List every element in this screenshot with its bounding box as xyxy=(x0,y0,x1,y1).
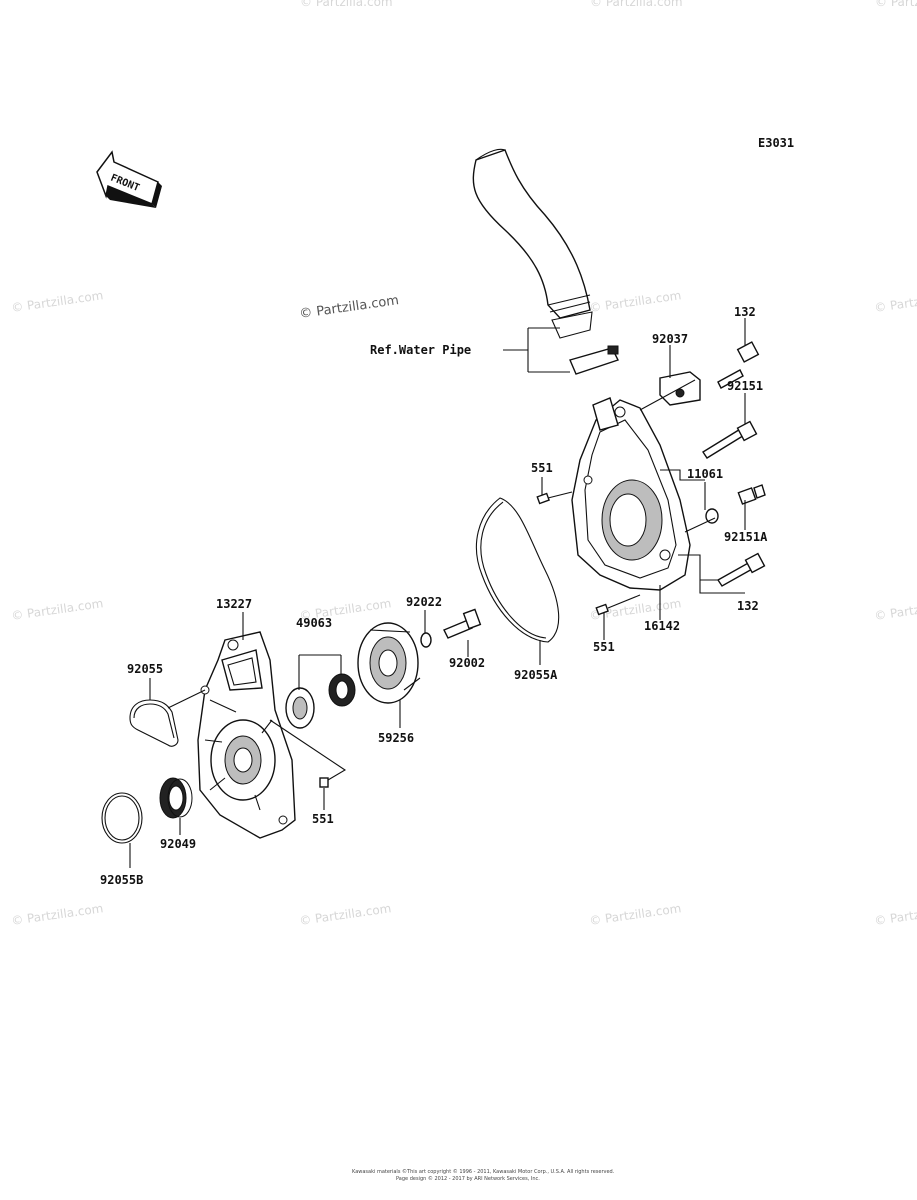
watermark: © Partzilla.com xyxy=(10,901,104,928)
seal-92049 xyxy=(159,777,193,819)
washer-92022 xyxy=(420,632,432,648)
water-pipe-hose xyxy=(472,148,593,339)
dowel-pin-551-c xyxy=(319,777,329,788)
part-label: 92002 xyxy=(449,656,485,670)
oring-92055 xyxy=(129,699,179,747)
bolt-92151A xyxy=(737,484,766,505)
watermark: © Partzilla.com xyxy=(873,901,917,928)
watermark: © Partzilla.com xyxy=(10,288,104,315)
leader-49063 xyxy=(298,654,342,690)
bolt-92151 xyxy=(702,420,758,459)
watermark: © Partzilla.com xyxy=(588,901,682,928)
ref-leader xyxy=(503,327,570,373)
part-label: 551 xyxy=(312,812,334,826)
part-label: 16142 xyxy=(644,619,680,633)
front-arrow-icon: FRONT xyxy=(96,150,162,208)
diagram-code: E3031 xyxy=(758,136,794,150)
seals-49063 xyxy=(285,673,356,729)
part-label: 49063 xyxy=(296,616,332,630)
part-label: 551 xyxy=(531,461,553,475)
part-label: 132 xyxy=(737,599,759,613)
bolt-92002 xyxy=(443,608,482,639)
ref-water-pipe-label: Ref.Water Pipe xyxy=(370,343,471,357)
footer-copyright-2: Page design © 2012 - 2017 by ARI Network… xyxy=(396,1175,540,1182)
watermark: © Partzilla.com xyxy=(873,596,917,623)
dowel-pin-551-b xyxy=(595,603,609,616)
pump-body-13227 xyxy=(197,631,296,839)
part-labels: 132 92037 92151 551 11061 92151A 132 161… xyxy=(100,305,768,887)
part-label: 59256 xyxy=(378,731,414,745)
watermark: © Partzilla.com xyxy=(10,596,104,623)
part-label: 92151 xyxy=(727,379,763,393)
part-label: 13227 xyxy=(216,597,252,611)
footer-copyright: Kawasaki materials ©This art copyright ©… xyxy=(352,1168,615,1175)
watermark: © Partzilla.com xyxy=(590,0,683,9)
part-label: 132 xyxy=(734,305,756,319)
leader-lines xyxy=(129,318,746,868)
impeller-59256 xyxy=(357,622,421,704)
part-label: 92151A xyxy=(724,530,768,544)
part-label: 92037 xyxy=(652,332,688,346)
part-label: 92022 xyxy=(406,595,442,609)
oring-92055B xyxy=(101,792,143,844)
dowel-pin-551-a xyxy=(536,492,550,505)
bolt-132-top xyxy=(717,341,760,389)
part-label: 92049 xyxy=(160,837,196,851)
hose-clamp xyxy=(569,345,619,375)
watermark: © Partzilla.com xyxy=(300,0,393,9)
part-label: 551 xyxy=(593,640,615,654)
bolt-132-bottom xyxy=(716,552,766,587)
part-label: 92055B xyxy=(100,873,143,887)
part-label: 92055 xyxy=(127,662,163,676)
part-label: 11061 xyxy=(687,467,723,481)
oring-92055A xyxy=(475,497,560,643)
pump-cover-housing xyxy=(571,397,691,591)
watermark-main: © Partzilla.com xyxy=(298,293,399,322)
watermark: © Partzilla.com xyxy=(298,901,392,928)
part-label: 92055A xyxy=(514,668,558,682)
watermark: © Partzilla.com xyxy=(873,288,917,315)
washer-11061 xyxy=(705,508,719,524)
watermark: © Partzilla.com xyxy=(875,0,917,9)
watermark: © Partzilla.com xyxy=(588,288,682,315)
